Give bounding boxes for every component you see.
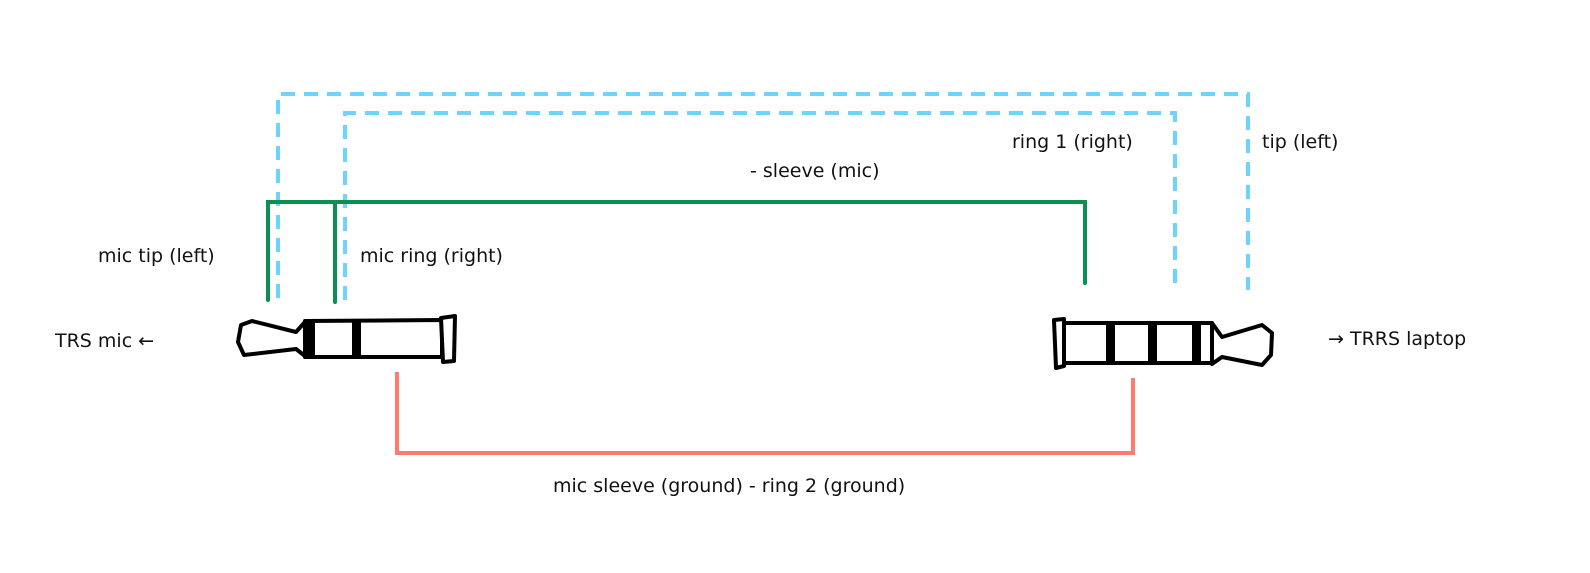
label-mic-tip: mic tip (left) [98, 245, 215, 267]
label-tip: tip (left) [1262, 131, 1338, 153]
mic-tip-sleeve-wire [266, 200, 1087, 302]
label-trrs-laptop: → TRRS laptop [1328, 328, 1466, 350]
ring1-right-wire [343, 111, 1177, 300]
label-ring1: ring 1 (right) [1012, 131, 1133, 153]
trs-plug-icon [236, 314, 457, 364]
label-mic-ring: mic ring (right) [360, 245, 503, 267]
ground-wire [395, 372, 1135, 455]
label-sleeve: - sleeve (mic) [750, 160, 879, 182]
label-ground: mic sleeve (ground) - ring 2 (ground) [553, 475, 905, 497]
tip-left-wire [276, 92, 1250, 298]
trrs-plug-icon [1052, 317, 1274, 370]
label-trs-mic: TRS mic ← [54, 330, 154, 352]
